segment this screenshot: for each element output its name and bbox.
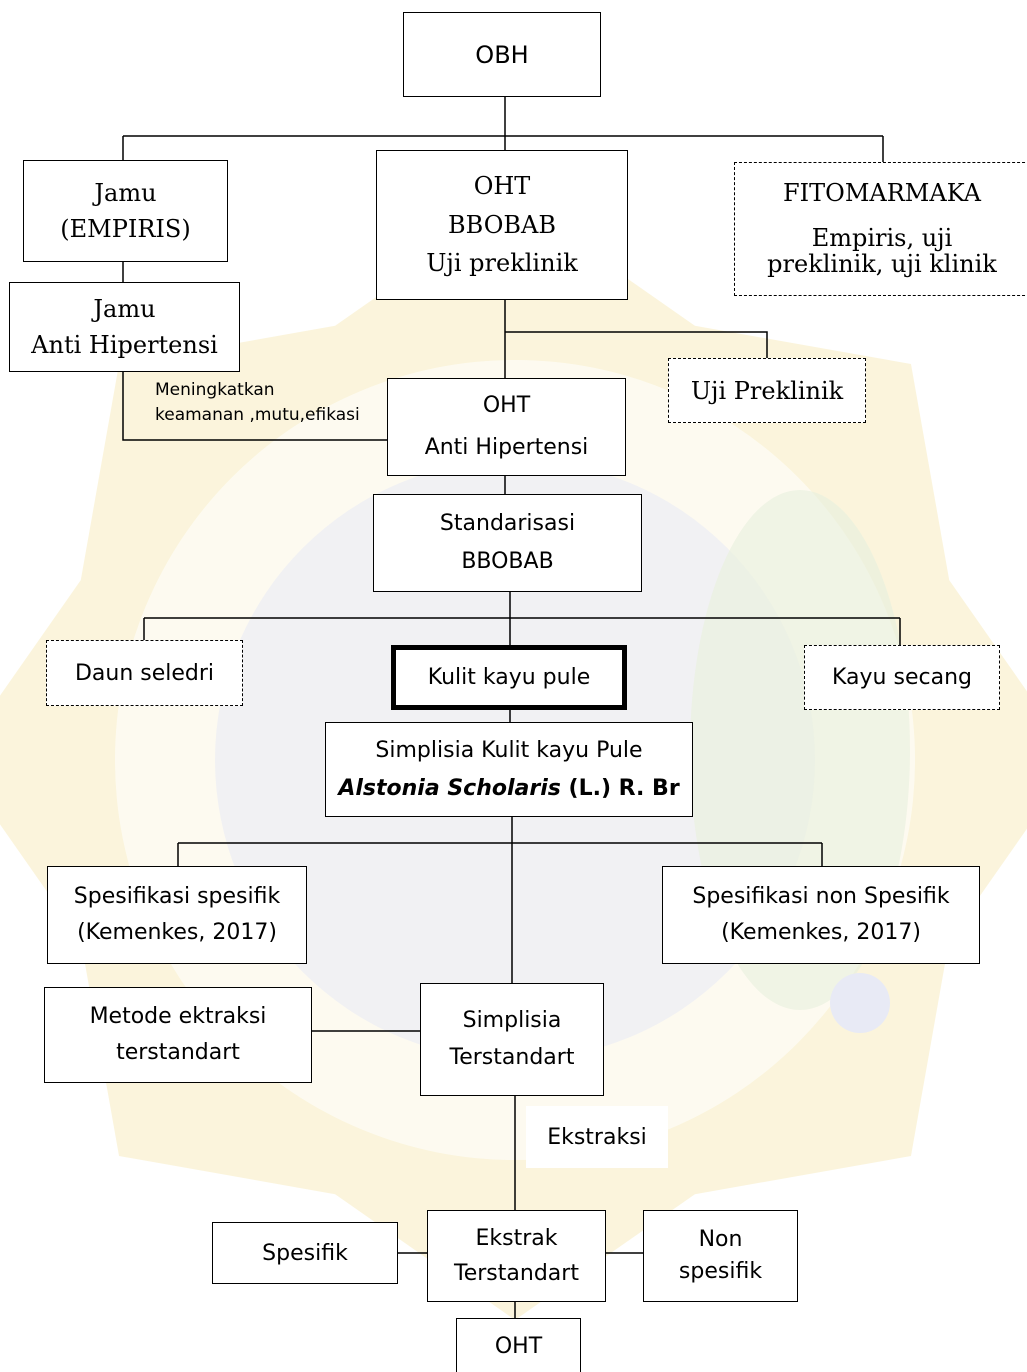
meningkatkan-line1: Meningkatkan	[155, 380, 275, 400]
simplisia-pule-line2: Alstonia Scholaris (L.) R. Br	[338, 770, 679, 807]
node-metode-ekstraksi: Metode ektraksi terstandart	[44, 987, 312, 1083]
jamu-empiris-line1: Jamu	[94, 179, 157, 207]
non-spesifik-line1: Non	[698, 1227, 743, 1253]
node-kulit-kayu-pule: Kulit kayu pule	[391, 645, 627, 710]
non-spesifik-line2: spesifik	[678, 1259, 763, 1284]
node-uji-preklinik: Uji Preklinik	[668, 358, 866, 423]
jamu-anti-line1: Jamu	[93, 295, 156, 323]
node-jamu-empiris: Jamu (EMPIRIS)	[23, 160, 228, 262]
simplisia-terstandart-line2: Terstandart	[449, 1044, 575, 1070]
jamu-empiris-line2: (EMPIRIS)	[60, 215, 191, 243]
node-obh: OBH	[403, 12, 601, 97]
standarisasi-line1: Standarisasi	[439, 510, 576, 536]
oht-top-line3: Uji preklinik	[426, 249, 578, 278]
node-fitofarmaka: FITOMARMAKA Empiris, uji preklinik, uji …	[734, 162, 1027, 296]
species-name: Alstonia Scholaris	[338, 775, 561, 801]
kayu-secang-label: Kayu secang	[832, 665, 972, 690]
node-ekstrak-terstandart: Ekstrak Terstandart	[427, 1210, 606, 1302]
fitofarmaka-title: FITOMARMAKA	[783, 179, 981, 208]
oht-top-line2: BBOBAB	[448, 210, 556, 239]
spesifikasi-spesifik-line1: Spesifikasi spesifik	[73, 883, 281, 909]
node-obh-label: OBH	[475, 40, 529, 69]
node-kayu-secang: Kayu secang	[804, 645, 1000, 710]
spesifik-label: Spesifik	[262, 1240, 348, 1266]
metode-line1: Metode ektraksi	[89, 1003, 267, 1029]
oht-anti-line1: OHT	[482, 393, 531, 419]
node-spesifikasi-spesifik: Spesifikasi spesifik (Kemenkes, 2017)	[47, 866, 307, 964]
node-simplisia-kulit-kayu-pule: Simplisia Kulit kayu Pule Alstonia Schol…	[325, 722, 693, 817]
node-oht-anti-hipertensi: OHT Anti Hipertensi	[387, 378, 626, 476]
emblem-dot	[830, 973, 890, 1033]
node-simplisia-terstandart: Simplisia Terstandart	[420, 983, 604, 1096]
label-meningkatkan: Meningkatkan keamanan ,mutu,efikasi	[155, 378, 360, 427]
node-daun-seledri: Daun seledri	[46, 640, 243, 706]
simplisia-pule-line1: Simplisia Kulit kayu Pule	[375, 738, 643, 764]
ekstraksi-label: Ekstraksi	[547, 1124, 647, 1150]
label-ekstraksi: Ekstraksi	[526, 1106, 668, 1168]
node-standarisasi-bbobab: Standarisasi BBOBAB	[373, 494, 642, 592]
uji-preklinik-label: Uji Preklinik	[690, 376, 844, 405]
ekstrak-line2: Terstandart	[454, 1261, 579, 1286]
spesifikasi-non-line1: Spesifikasi non Spesifik	[692, 883, 950, 909]
node-spesifikasi-non-spesifik: Spesifikasi non Spesifik (Kemenkes, 2017…	[662, 866, 980, 964]
metode-line2: terstandart	[116, 1040, 240, 1065]
species-author: (L.) R. Br	[560, 775, 680, 801]
kulit-kayu-pule-label: Kulit kayu pule	[427, 665, 591, 690]
oht-top-line1: OHT	[473, 172, 531, 201]
node-spesifik: Spesifik	[212, 1222, 398, 1284]
spesifikasi-non-line2: (Kemenkes, 2017)	[721, 920, 921, 945]
standarisasi-line2: BBOBAB	[461, 549, 554, 574]
spesifikasi-spesifik-line2: (Kemenkes, 2017)	[77, 920, 277, 945]
meningkatkan-line2: keamanan ,mutu,efikasi	[155, 404, 360, 425]
ekstrak-line1: Ekstrak	[475, 1225, 558, 1251]
simplisia-terstandart-line1: Simplisia	[462, 1008, 562, 1034]
oht-anti-line2: Anti Hipertensi	[424, 435, 589, 460]
node-non-spesifik: Non spesifik	[643, 1210, 798, 1302]
node-oht-bbobab: OHT BBOBAB Uji preklinik	[376, 150, 628, 300]
jamu-anti-line2: Anti Hipertensi	[31, 331, 218, 359]
node-jamu-anti-hipertensi: Jamu Anti Hipertensi	[9, 282, 240, 372]
fitofarmaka-sub1: Empiris, uji	[811, 223, 953, 252]
daun-seledri-label: Daun seledri	[74, 660, 215, 686]
oht-bottom-label: OHT	[494, 1333, 543, 1359]
fitofarmaka-sub2: preklinik, uji klinik	[767, 250, 997, 279]
node-oht-bottom: OHT	[456, 1318, 581, 1372]
